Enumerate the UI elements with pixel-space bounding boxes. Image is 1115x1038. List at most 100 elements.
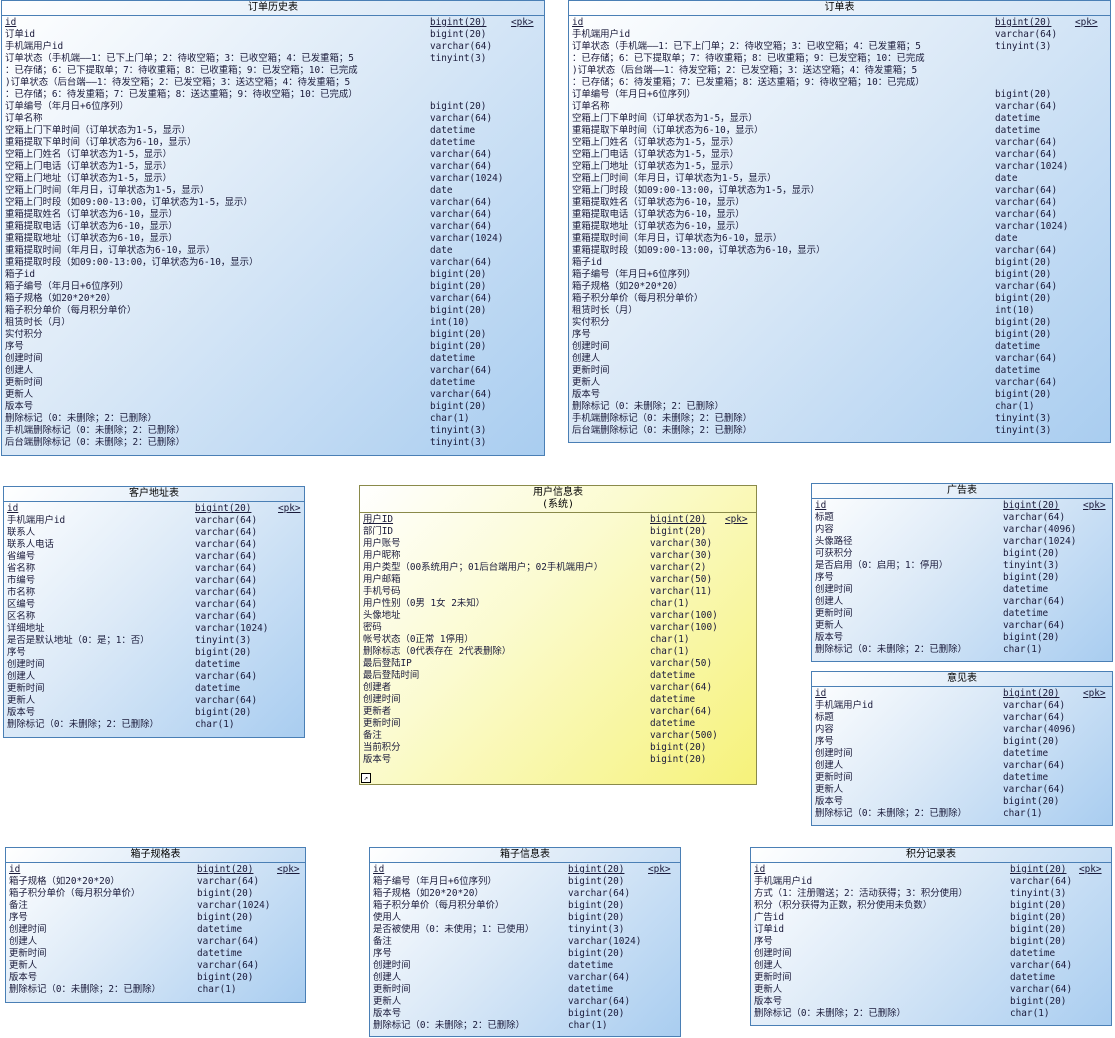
column-name: 箱子id: [5, 269, 36, 280]
column-name: 最后登陆IP: [363, 658, 412, 669]
column-name: id: [7, 503, 19, 514]
column-row: 空箱上门地址（订单状态为1-5，显示）varchar(1024): [572, 161, 1107, 173]
column-name: 更新人: [5, 389, 34, 400]
primary-key-marker: <pk>: [648, 864, 671, 875]
column-name: )订单状态（后台端——1：待发空箱；2：已发空箱；3：送达空箱；4：待发重箱；5: [5, 77, 351, 88]
column-name: 手机端删除标记（0：未删除；2：已删除）: [5, 425, 186, 436]
column-type: varchar(64): [430, 149, 493, 160]
column-name: 密码: [363, 622, 382, 633]
column-name: 创建人: [754, 960, 783, 971]
column-type: bigint(20): [197, 912, 254, 923]
table-title-text: 积分记录表: [906, 849, 956, 860]
column-name: 重箱提取时段（如09:00-13:00，订单状态为6-10，显示）: [5, 257, 259, 268]
column-type: varchar(64): [995, 281, 1058, 292]
column-name: 创建人: [7, 671, 36, 682]
column-name: 创建时间: [373, 960, 411, 971]
column-type: varchar(64): [995, 29, 1058, 40]
column-name: 用户账号: [363, 538, 401, 549]
column-row: id bigint(20) <pk>: [7, 503, 301, 515]
column-row: 箱子规格（如20*20*20）varchar(64): [572, 281, 1107, 293]
column-type: varchar(500): [650, 730, 718, 741]
column-type: bigint(20): [1003, 796, 1060, 807]
column-name: 序号: [815, 572, 834, 583]
primary-key-marker: <pk>: [1083, 688, 1106, 699]
column-name: 用户ID: [363, 514, 394, 525]
column-row: 箱子编号（年月日+6位序列）bigint(20): [572, 269, 1107, 281]
column-name: 删除标记（0：未删除；2：已删除）: [9, 984, 161, 995]
column-name: 序号: [373, 948, 392, 959]
column-name: 版本号: [7, 707, 36, 718]
column-name: 删除标记（0：未删除；2：已删除）: [815, 644, 967, 655]
primary-key-marker: <pk>: [278, 503, 301, 514]
column-type: bigint(20): [1003, 548, 1060, 559]
column-name: 是否启用（0：启用；1：停用）: [815, 560, 949, 571]
column-type: date: [995, 233, 1018, 244]
column-type: bigint(20): [1010, 864, 1067, 875]
column-type: date: [430, 185, 453, 196]
column-type: bigint(20): [430, 341, 487, 352]
column-row: 空箱上门姓名（订单状态为1-5，显示）varchar(64): [5, 149, 541, 161]
column-type: bigint(20): [195, 503, 252, 514]
column-type: bigint(20): [430, 281, 487, 292]
column-name: 序号: [9, 912, 28, 923]
column-row: 重箱提取电话（订单状态为6-10，显示）varchar(64): [5, 221, 541, 233]
table-title: 积分记录表: [751, 848, 1111, 863]
column-type: datetime: [650, 670, 696, 681]
column-name: 创建时间: [815, 748, 853, 759]
column-type: tinyint(3): [1010, 888, 1067, 899]
column-type: bigint(20): [1003, 572, 1060, 583]
column-type: varchar(64): [1003, 596, 1066, 607]
column-row: )订单状态（后台端——1：待发空箱；2：已发空箱；3：送达空箱；4：待发重箱；5: [5, 77, 541, 89]
column-name: 标题: [815, 712, 834, 723]
column-type: int(10): [995, 305, 1035, 316]
column-row: 重箱提取姓名（订单状态为6-10，显示）varchar(64): [5, 209, 541, 221]
column-type: varchar(64): [1003, 512, 1066, 523]
column-name: 省名称: [7, 563, 36, 574]
column-name: 广告id: [754, 912, 785, 923]
column-name: 空箱上门时间（年月日，订单状态为1-5，显示）: [572, 173, 777, 184]
column-name: 后台端删除标记（0：未删除；2：已删除）: [572, 425, 753, 436]
column-name: 内容: [815, 724, 834, 735]
column-name: 区编号: [7, 599, 36, 610]
column-type: datetime: [1003, 608, 1049, 619]
column-type: date: [430, 245, 453, 256]
column-name: 箱子id: [572, 257, 603, 268]
column-row: 空箱上门下单时间（订单状态为1-5，显示）datetime: [572, 113, 1107, 125]
column-row: 订单编号（年月日+6位序列）bigint(20): [572, 89, 1107, 101]
column-type: bigint(20): [995, 269, 1052, 280]
column-name: 订单id: [5, 29, 36, 40]
column-name: 租赁时长（月）: [5, 317, 71, 328]
column-row: 空箱上门姓名（订单状态为1-5，显示）varchar(64): [572, 137, 1107, 149]
column-row: 空箱上门时段（如09:00-13:00，订单状态为1-5，显示）varchar(…: [572, 185, 1107, 197]
column-row: 重箱提取地址（订单状态为6-10，显示）varchar(1024): [5, 233, 541, 245]
column-type: datetime: [197, 948, 243, 959]
column-name: 创建时间: [815, 584, 853, 595]
column-name: 更新时间: [5, 377, 43, 388]
column-name: 创建时间: [754, 948, 792, 959]
column-type: varchar(1024): [197, 900, 271, 911]
column-type: varchar(64): [1010, 984, 1073, 995]
column-name: 帐号状态（0正常 1停用）: [363, 634, 474, 645]
